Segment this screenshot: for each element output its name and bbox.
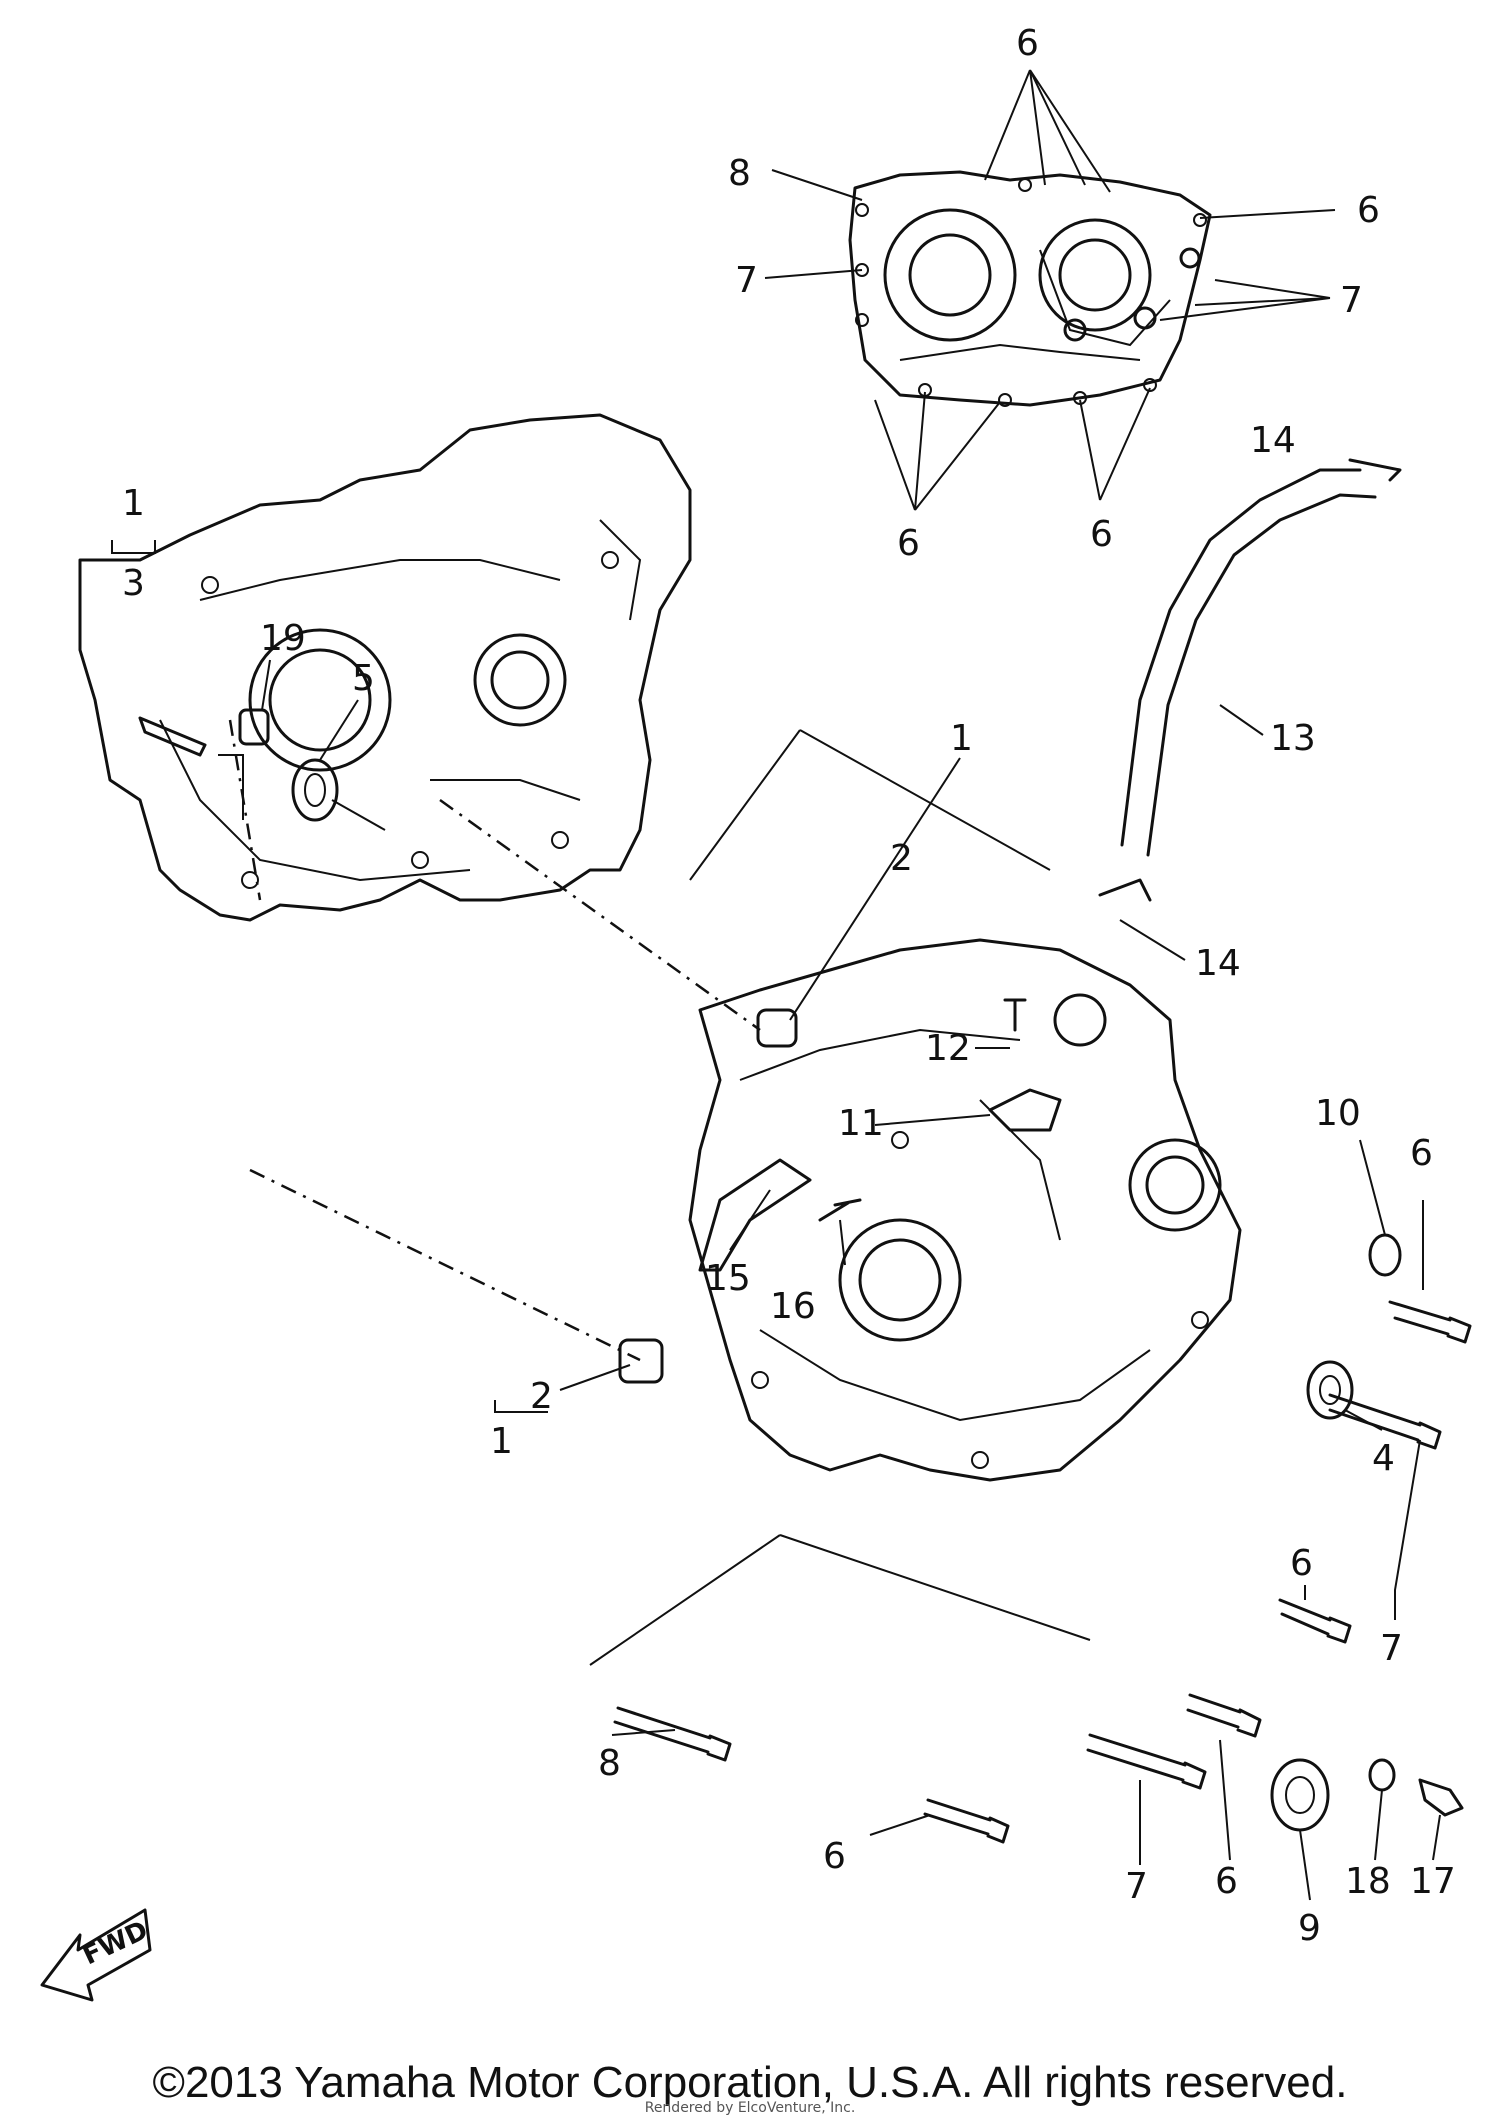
callout-13: 13 [1270, 718, 1316, 759]
callout-16: 16 [770, 1286, 816, 1327]
callout-1-top: 1 [122, 483, 145, 524]
inset-leaders [764, 69, 1336, 511]
callout-6-inset-bottom-right: 6 [1090, 514, 1113, 555]
callout-6-bottom-left: 6 [823, 1836, 846, 1877]
fwd-label: FWD [78, 1915, 152, 1971]
callout-10: 10 [1315, 1093, 1361, 1134]
callout-2-bottom: 2 [530, 1376, 553, 1417]
callout-1-bottom: 1 [490, 1421, 513, 1462]
fwd-arrow: FWD [40, 1908, 153, 2002]
callout-17: 17 [1410, 1861, 1456, 1902]
callout-6-inset-bottom-left: 6 [897, 523, 920, 564]
right-crankcase [688, 938, 1242, 1482]
callout-2-top: 2 [890, 838, 913, 879]
callout-14-mid: 14 [1195, 943, 1241, 984]
callout-12: 12 [925, 1028, 971, 1069]
callout-8-bottom: 8 [598, 1743, 621, 1784]
watermark: Rendered by ElcoVenture, Inc. [644, 2100, 856, 2116]
parts [138, 458, 1472, 1844]
gasket-inset [848, 170, 1212, 407]
callout-14-top: 14 [1250, 420, 1296, 461]
callout-9: 9 [1298, 1908, 1321, 1949]
callout-5: 5 [352, 658, 375, 699]
reference-numbers: 6 8 7 6 7 6 6 14 1 3 19 5 13 1 2 14 12 1… [122, 23, 1456, 1949]
left-crankcase [78, 413, 692, 922]
copyright-notice: ©2013 Yamaha Motor Corporation, U.S.A. A… [152, 2058, 1348, 2107]
leader-lines [111, 540, 1441, 1901]
callout-6-top-right: 6 [1357, 190, 1380, 231]
alignment-lines [228, 719, 761, 1362]
callout-3: 3 [122, 563, 145, 604]
callout-18: 18 [1345, 1861, 1391, 1902]
callout-8-top: 8 [728, 153, 751, 194]
callout-7-right: 7 [1380, 1628, 1403, 1669]
callout-4: 4 [1372, 1438, 1395, 1479]
callout-7-top-left: 7 [735, 260, 758, 301]
callout-6-bottom-right: 6 [1215, 1861, 1238, 1902]
callout-11: 11 [838, 1103, 884, 1144]
callout-19: 19 [260, 618, 306, 659]
callout-7-bottom: 7 [1125, 1866, 1148, 1907]
callout-1-mid: 1 [950, 718, 973, 759]
callout-6-right-middle: 6 [1290, 1543, 1313, 1584]
callout-7-top-right: 7 [1340, 280, 1363, 321]
callout-15: 15 [705, 1258, 751, 1299]
callout-6-right-upper: 6 [1410, 1133, 1433, 1174]
callout-6-top: 6 [1016, 23, 1039, 64]
